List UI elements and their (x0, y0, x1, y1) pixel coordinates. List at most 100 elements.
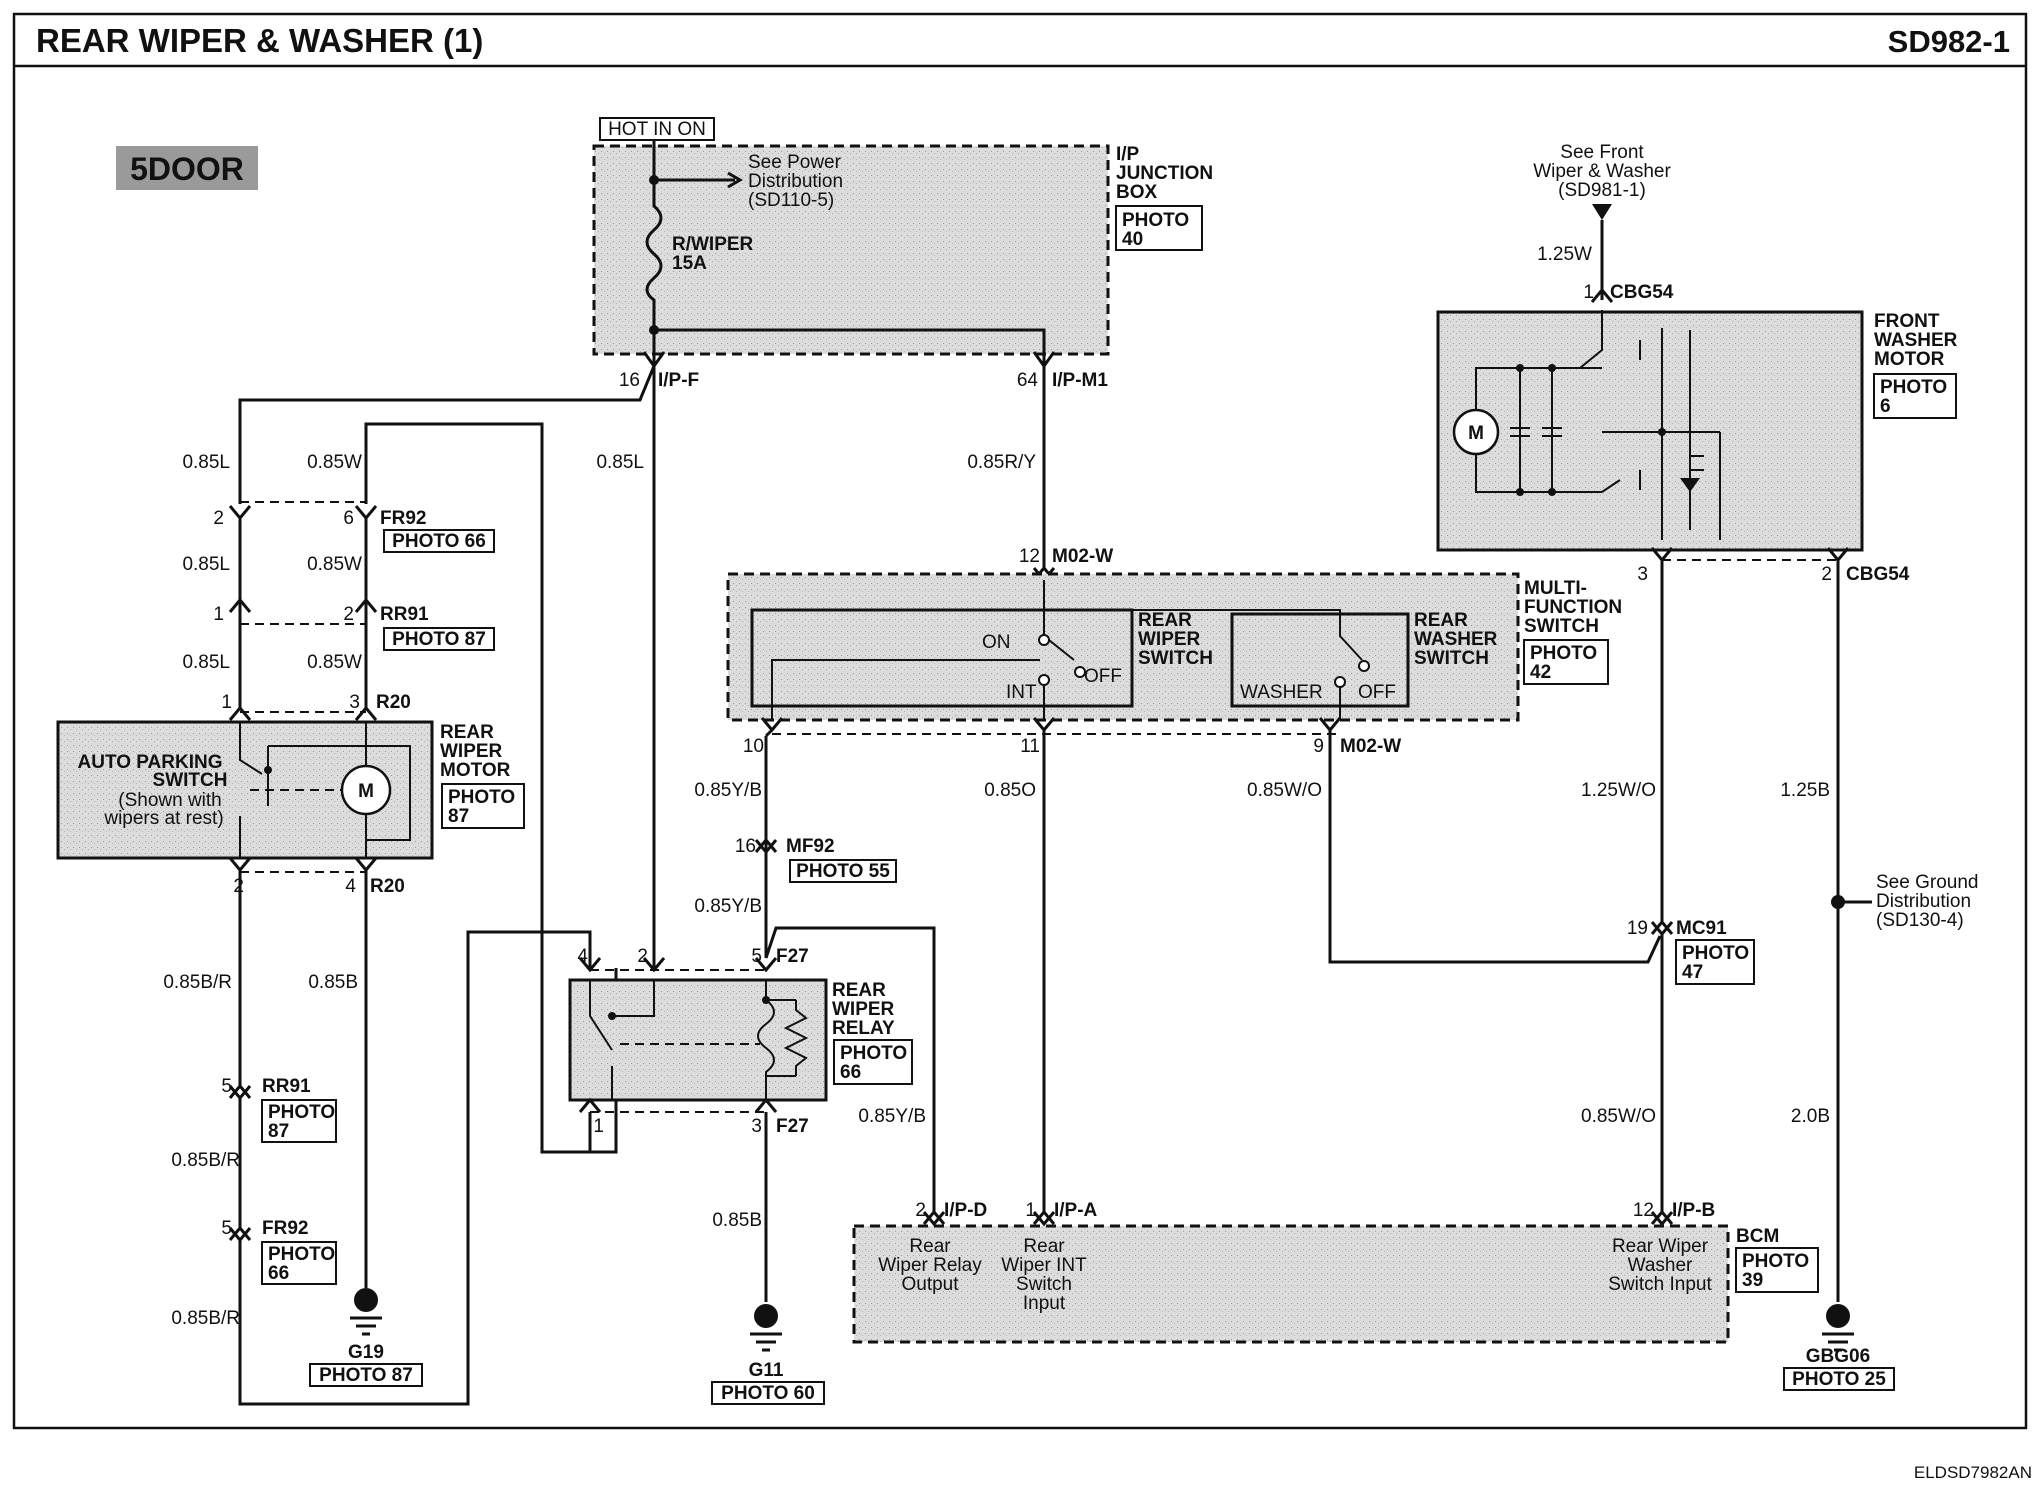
svg-text:M02-W: M02-W (1052, 546, 1113, 567)
svg-text:PHOTO: PHOTO (1880, 377, 1947, 398)
svg-text:I/P-M1: I/P-M1 (1052, 370, 1108, 391)
svg-text:87: 87 (448, 806, 469, 827)
svg-text:4: 4 (345, 876, 356, 897)
fuse-label: R/WIPER (672, 234, 754, 255)
svg-text:BCM: BCM (1736, 1226, 1779, 1247)
svg-text:1: 1 (1025, 1200, 1036, 1221)
page-title: REAR WIPER & WASHER (1) (36, 22, 483, 59)
svg-text:6: 6 (1880, 396, 1891, 417)
svg-text:FRONT: FRONT (1874, 311, 1940, 332)
connector-rr91-lower: 5 RR91 PHOTO 87 (221, 1076, 337, 1143)
svg-text:I/P: I/P (1116, 144, 1140, 165)
svg-text:MOTOR: MOTOR (440, 760, 511, 781)
svg-text:42: 42 (1530, 662, 1551, 683)
svg-text:WIPER: WIPER (832, 999, 895, 1020)
svg-text:5DOOR: 5DOOR (130, 151, 244, 187)
svg-text:PHOTO: PHOTO (1742, 1251, 1809, 1272)
svg-text:F27: F27 (776, 1116, 809, 1137)
page-frame (12, 12, 2028, 1430)
svg-text:Input: Input (1023, 1293, 1066, 1314)
svg-text:PHOTO: PHOTO (840, 1043, 907, 1064)
svg-text:SWITCH: SWITCH (153, 770, 228, 791)
svg-text:WIPER: WIPER (1138, 629, 1201, 650)
svg-text:12: 12 (1633, 1200, 1654, 1221)
svg-text:PHOTO 25: PHOTO 25 (1792, 1369, 1886, 1390)
svg-text:0.85B/R: 0.85B/R (171, 1308, 240, 1329)
svg-text:G11: G11 (749, 1360, 784, 1381)
see-front-wiper: See Front (1560, 142, 1644, 163)
multi-function-switch: 12 M02-W MULTI- FUNCTION SWITCH PHOTO 42… (726, 546, 1622, 722)
diagram-code: SD982-1 (1888, 24, 2010, 59)
svg-text:66: 66 (268, 1263, 289, 1284)
ip-junction-box: HOT IN ON I/P JUNCTION BOX PHOTO 40 See … (592, 117, 1213, 356)
svg-text:39: 39 (1742, 1270, 1763, 1291)
svg-text:2: 2 (343, 604, 354, 625)
svg-text:0.85Y/B: 0.85Y/B (694, 896, 762, 917)
svg-text:2.0B: 2.0B (1791, 1106, 1830, 1127)
svg-text:1: 1 (221, 692, 232, 713)
svg-text:MC91: MC91 (1676, 918, 1727, 939)
svg-text:16: 16 (735, 836, 756, 857)
svg-text:M: M (358, 781, 374, 802)
svg-text:R20: R20 (376, 692, 411, 713)
svg-text:ON: ON (982, 632, 1011, 653)
svg-text:I/P-B: I/P-B (1672, 1200, 1715, 1221)
svg-text:3: 3 (349, 692, 360, 713)
svg-text:FR92: FR92 (262, 1218, 308, 1239)
svg-text:66: 66 (840, 1062, 861, 1083)
auto-parking-switch-label: AUTO PARKING (78, 752, 223, 773)
svg-text:1.25W/O: 1.25W/O (1581, 780, 1656, 801)
svg-text:PHOTO 87: PHOTO 87 (392, 629, 486, 650)
svg-text:16: 16 (619, 370, 640, 391)
svg-text:6: 6 (343, 508, 354, 529)
svg-text:0.85Y/B: 0.85Y/B (858, 1106, 926, 1127)
svg-text:5: 5 (221, 1218, 232, 1239)
svg-text:PHOTO: PHOTO (1682, 943, 1749, 964)
svg-text:0.85B/R: 0.85B/R (163, 972, 232, 993)
svg-text:2: 2 (213, 508, 224, 529)
svg-text:RELAY: RELAY (832, 1018, 895, 1039)
connector-fr92-lower: 5 FR92 PHOTO 66 (221, 1218, 337, 1285)
svg-text:PHOTO 66: PHOTO 66 (392, 531, 486, 552)
svg-text:Washer: Washer (1628, 1255, 1693, 1276)
connector-rr91: 1 2 RR91 PHOTO 87 (213, 597, 495, 651)
svg-text:0.85L: 0.85L (182, 554, 230, 575)
svg-text:M: M (1468, 423, 1484, 444)
svg-text:1.25W: 1.25W (1537, 244, 1592, 265)
svg-text:Distribution: Distribution (1876, 891, 1971, 912)
svg-text:5: 5 (221, 1076, 232, 1097)
svg-text:Output: Output (901, 1274, 959, 1295)
svg-text:12: 12 (1019, 546, 1040, 567)
rear-wiper-motor: 1 3 R20 REAR WIPER MOTOR PHOTO 87 AUTO P… (56, 692, 525, 860)
svg-text:Distribution: Distribution (748, 171, 843, 192)
svg-text:REAR: REAR (832, 980, 886, 1001)
svg-text:RR91: RR91 (262, 1076, 311, 1097)
svg-text:JUNCTION: JUNCTION (1116, 163, 1213, 184)
svg-text:MULTI-: MULTI- (1524, 578, 1587, 599)
svg-text:PHOTO 87: PHOTO 87 (319, 1365, 413, 1386)
hot-in-on-label: HOT IN ON (608, 119, 706, 140)
svg-text:0.85L: 0.85L (182, 452, 230, 473)
svg-text:Switch Input: Switch Input (1608, 1274, 1712, 1295)
svg-text:(SD110-5): (SD110-5) (748, 190, 834, 211)
svg-text:INT: INT (1006, 682, 1037, 703)
svg-text:CBG54: CBG54 (1610, 282, 1674, 303)
svg-text:Rear: Rear (909, 1236, 951, 1257)
svg-text:(SD130-4): (SD130-4) (1876, 910, 1964, 931)
svg-text:WASHER: WASHER (1414, 629, 1498, 650)
svg-text:47: 47 (1682, 962, 1703, 983)
svg-text:64: 64 (1017, 370, 1039, 391)
svg-text:GBG06: GBG06 (1806, 1346, 1870, 1367)
svg-text:3: 3 (1637, 564, 1648, 585)
svg-text:5: 5 (751, 946, 762, 967)
svg-text:0.85W: 0.85W (307, 452, 362, 473)
svg-text:G19: G19 (348, 1342, 384, 1363)
svg-text:4: 4 (577, 946, 588, 967)
svg-text:0.85B: 0.85B (308, 972, 358, 993)
svg-text:SWITCH: SWITCH (1524, 616, 1599, 637)
see-power-distribution: See Power (748, 152, 842, 173)
svg-text:0.85O: 0.85O (984, 780, 1036, 801)
svg-text:11: 11 (1020, 736, 1040, 757)
svg-text:1: 1 (593, 1116, 604, 1137)
